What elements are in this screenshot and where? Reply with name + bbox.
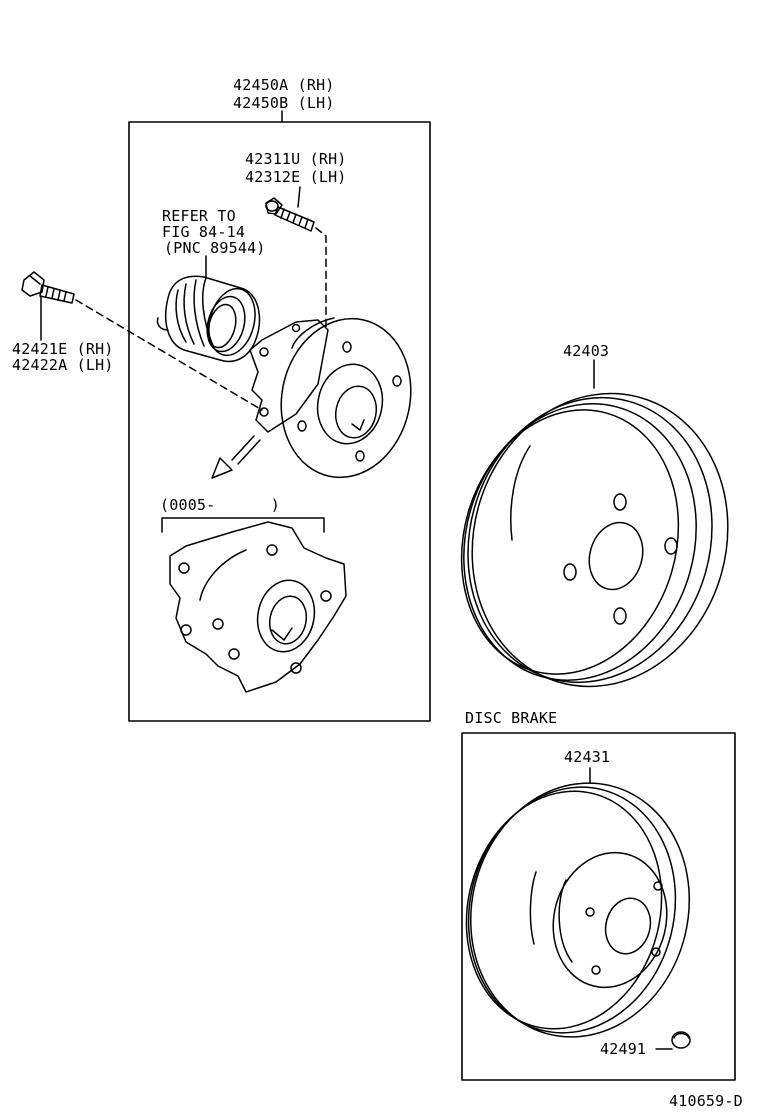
stud-rh-label: 42311U (RH)	[245, 150, 347, 168]
assembly-box	[129, 122, 430, 721]
brake-drum	[431, 360, 760, 717]
variant-arrow	[212, 436, 260, 478]
drum-part-label: 42403	[563, 342, 610, 360]
refer-label-line1: REFER TO	[162, 207, 236, 225]
hub-stud	[266, 198, 314, 231]
bearing-seal	[157, 276, 262, 361]
variant-hub	[170, 522, 346, 692]
bolt-dash-line	[76, 300, 262, 410]
plug-part-label: 42491	[600, 1040, 647, 1058]
variant-date-label: (0005- )	[160, 496, 280, 514]
brake-disc	[442, 760, 716, 1061]
variant-bracket	[162, 518, 324, 532]
stud-dash-line	[316, 228, 326, 330]
bolt-rh-label: 42421E (RH)	[12, 340, 114, 358]
figure-id: 410659-D	[669, 1092, 743, 1110]
bolt-lh-label: 42422A (LH)	[12, 356, 114, 374]
flange-bolt	[22, 272, 74, 303]
stud-lh-label: 42312E (LH)	[245, 168, 347, 186]
refer-label-line3: (PNC 89544)	[164, 239, 266, 257]
assembly-lh-label: 42450B (LH)	[233, 94, 335, 112]
refer-label-line2: FIG 84-14	[162, 223, 246, 241]
stud-leader	[298, 187, 300, 207]
disc-part-label: 42431	[564, 748, 611, 766]
disc-brake-heading: DISC BRAKE	[465, 709, 558, 727]
hole-plug	[656, 1032, 690, 1049]
assembly-rh-label: 42450A (RH)	[233, 76, 335, 94]
hub-assembly	[250, 306, 425, 489]
disc-brake-box	[462, 733, 735, 1080]
